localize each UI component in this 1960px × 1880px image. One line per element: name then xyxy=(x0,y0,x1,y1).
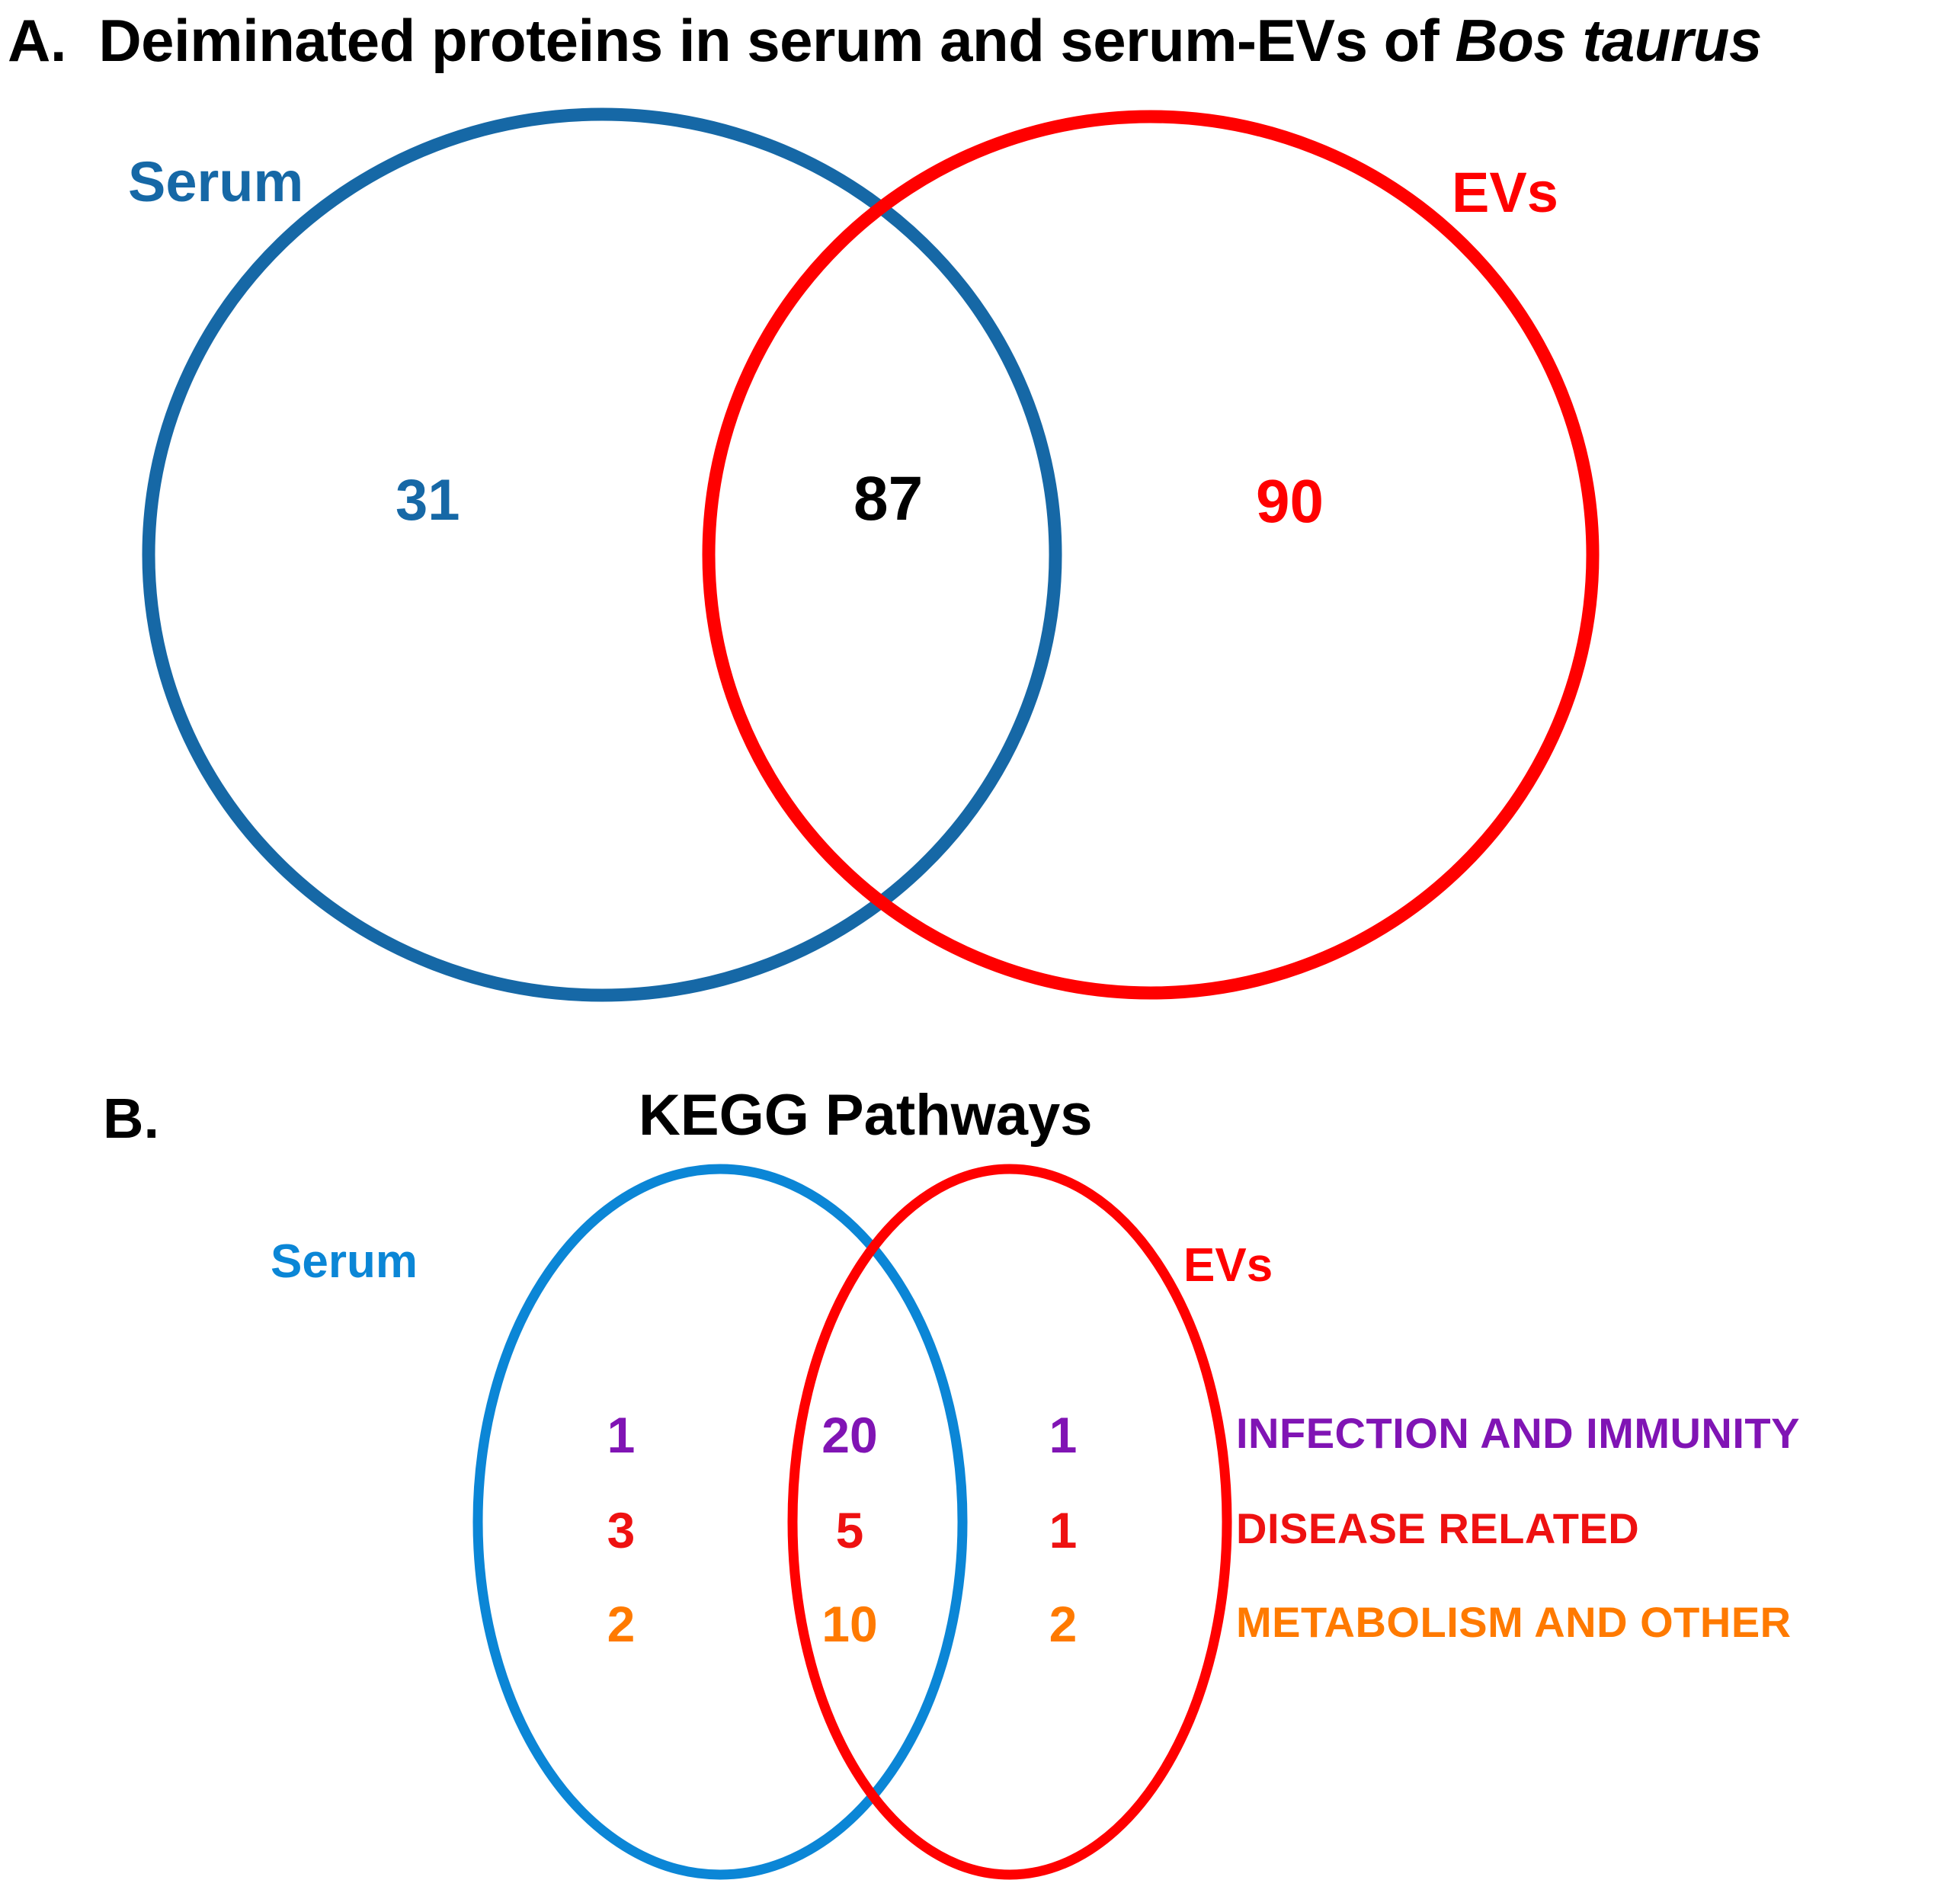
panel-a-title-species: Bos taurus xyxy=(1455,7,1762,74)
panel-a-title-spacer xyxy=(66,7,98,74)
panel-a-title: A. Deiminated proteins in serum and seru… xyxy=(8,6,1928,75)
panel-a-title-text: Deiminated proteins in serum and serum-E… xyxy=(98,7,1456,74)
panel-b-evs-ellipse xyxy=(787,1164,1232,1880)
panel-a-evs-circle xyxy=(702,110,1600,1000)
panel-b-shared-disease: 5 xyxy=(835,1502,864,1558)
panel-b-evs-only-disease: 1 xyxy=(1049,1502,1078,1558)
panel-b-evs-label: EVs xyxy=(1183,1239,1273,1292)
panel-b-evs-only-infection: 1 xyxy=(1049,1407,1078,1463)
panel-a-serum-only-count: 31 xyxy=(396,468,460,533)
panel-a-serum-circle xyxy=(142,107,1062,1002)
panel-a-evs-only-count: 90 xyxy=(1256,467,1324,535)
panel-b-shared-metabolism: 10 xyxy=(821,1596,878,1652)
panel-b-serum-label: Serum xyxy=(271,1235,418,1288)
panel-a-venn-svg xyxy=(142,107,1600,1002)
panel-a-evs-label: EVs xyxy=(1452,161,1558,224)
panel-b-evs-only-metabolism: 2 xyxy=(1049,1596,1078,1652)
panel-a-letter: A. xyxy=(8,7,67,74)
panel-b-serum-only-infection: 1 xyxy=(607,1407,636,1463)
panel-a-serum-label: Serum xyxy=(128,150,304,213)
panel-b-legend-infection-and-immunity: INFECTION AND IMMUNITY xyxy=(1236,1409,1800,1457)
panel-b-shared-infection: 20 xyxy=(821,1407,878,1463)
panel-a-intersection-count: 87 xyxy=(853,464,924,533)
panel-b-legend-metabolism-and-other: METABOLISM AND OTHER xyxy=(1236,1598,1792,1646)
panel-b-venn-svg xyxy=(472,1164,1232,1880)
panel-b-title: KEGG Pathways xyxy=(639,1083,1093,1148)
panel-b-serum-only-metabolism: 2 xyxy=(607,1596,636,1652)
panel-b-serum-ellipse xyxy=(472,1164,968,1880)
panel-b-legend-disease-related: DISEASE RELATED xyxy=(1236,1504,1640,1552)
panel-b-letter: B. xyxy=(103,1087,159,1150)
panel-b-serum-only-disease: 3 xyxy=(607,1502,636,1558)
